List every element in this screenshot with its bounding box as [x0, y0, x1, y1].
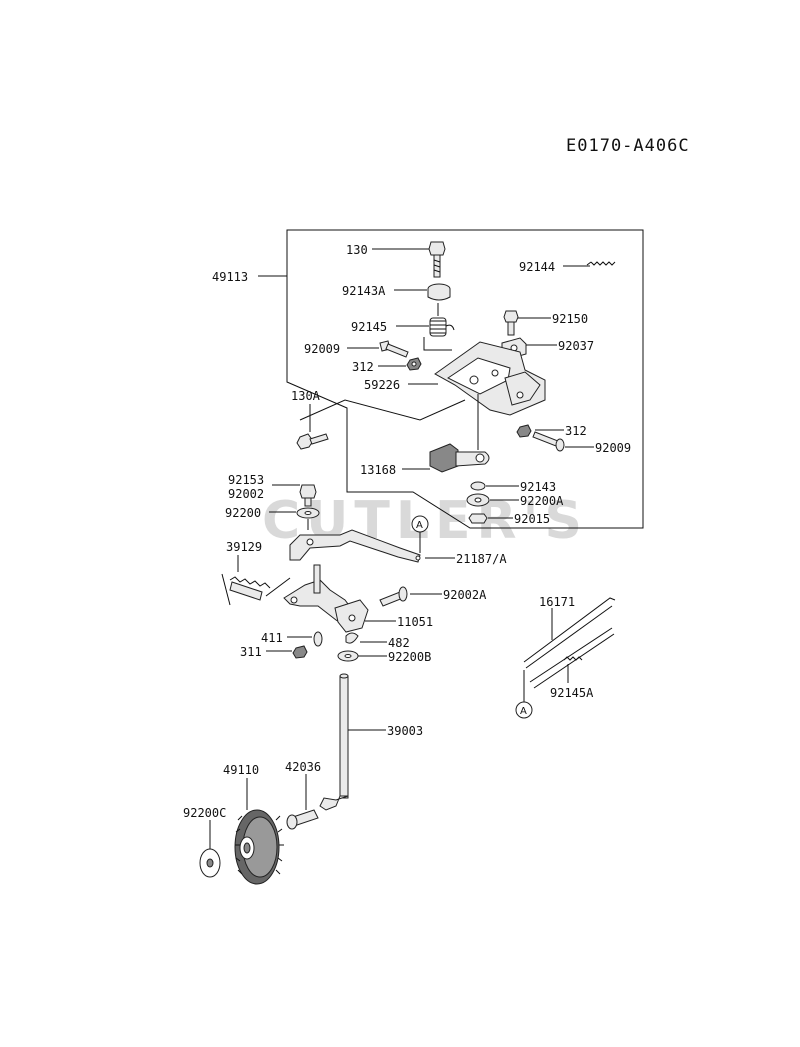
washer-92200C	[199, 848, 221, 878]
label-21187A: 21187/A	[456, 552, 507, 566]
callout-a-upper: A	[411, 515, 429, 553]
washer-92200B	[337, 650, 359, 662]
label-92145: 92145	[351, 320, 387, 334]
lever-21187A	[289, 529, 421, 563]
label-92200C: 92200C	[183, 806, 226, 820]
label-42036: 42036	[285, 760, 321, 774]
bolt-92002A	[379, 586, 408, 607]
label-39003: 39003	[387, 724, 423, 738]
label-92200: 92200	[225, 506, 261, 520]
plate-59226	[434, 341, 546, 416]
washer-411	[313, 631, 323, 647]
clip-482	[345, 632, 359, 644]
shaft-39003	[319, 673, 349, 811]
label-311: 311	[240, 645, 262, 659]
label-49113: 49113	[212, 270, 248, 284]
label-13168: 13168	[360, 463, 396, 477]
label-92145A: 92145A	[550, 686, 594, 700]
bolt-92150	[503, 310, 519, 336]
diagram-code: E0170-A406C	[566, 136, 690, 156]
nut-92015	[468, 513, 488, 524]
label-312-lower: 312	[565, 424, 587, 438]
washer-92143	[470, 481, 486, 491]
washer-92200A	[466, 493, 490, 507]
label-482: 482	[388, 636, 410, 650]
label-411: 411	[261, 631, 283, 645]
label-11051: 11051	[397, 615, 433, 629]
collar-42036	[286, 809, 319, 830]
nut-312-lower	[516, 424, 532, 438]
label-92009-left: 92009	[304, 342, 340, 356]
assembly-box-49113	[286, 229, 644, 529]
label-130A: 130A	[291, 389, 321, 403]
bolt-92009-right	[532, 431, 565, 452]
rod-16171	[523, 597, 616, 689]
label-92009-right: 92009	[595, 441, 631, 455]
label-312-upper: 312	[352, 360, 374, 374]
svg-text:A: A	[520, 706, 527, 717]
bolt-130	[428, 241, 446, 278]
label-92002A: 92002A	[443, 588, 487, 602]
label-92153: 92153	[228, 473, 264, 487]
bracket-13168	[429, 443, 490, 473]
label-59226: 59226	[364, 378, 400, 392]
label-92200B: 92200B	[388, 650, 431, 664]
spring-92145	[429, 317, 455, 337]
label-92144: 92144	[519, 260, 555, 274]
label-92015: 92015	[514, 512, 550, 526]
label-92143A: 92143A	[342, 284, 386, 298]
label-92037: 92037	[558, 339, 594, 353]
bolt-92009-left	[379, 340, 409, 358]
cap-92143A	[427, 283, 451, 301]
bolt-130A	[296, 433, 329, 450]
svg-text:A: A	[416, 520, 423, 531]
label-39129: 39129	[226, 540, 262, 554]
spring-39129	[221, 573, 291, 606]
callout-a-lower: A	[515, 670, 533, 719]
nut-311	[292, 645, 308, 659]
bolt-92153	[299, 484, 317, 507]
nut-312-upper	[406, 357, 422, 371]
spring-92144	[586, 261, 616, 266]
label-92002: 92002	[228, 487, 264, 501]
gear-49110	[234, 809, 284, 885]
label-49110: 49110	[223, 763, 259, 777]
label-92143: 92143	[520, 480, 556, 494]
label-130: 130	[346, 243, 368, 257]
lever-11051	[334, 599, 369, 633]
washer-92200	[296, 507, 320, 519]
label-92150: 92150	[552, 312, 588, 326]
spring-92145A	[563, 656, 583, 661]
label-16171: 16171	[539, 595, 575, 609]
label-92200A: 92200A	[520, 494, 564, 508]
